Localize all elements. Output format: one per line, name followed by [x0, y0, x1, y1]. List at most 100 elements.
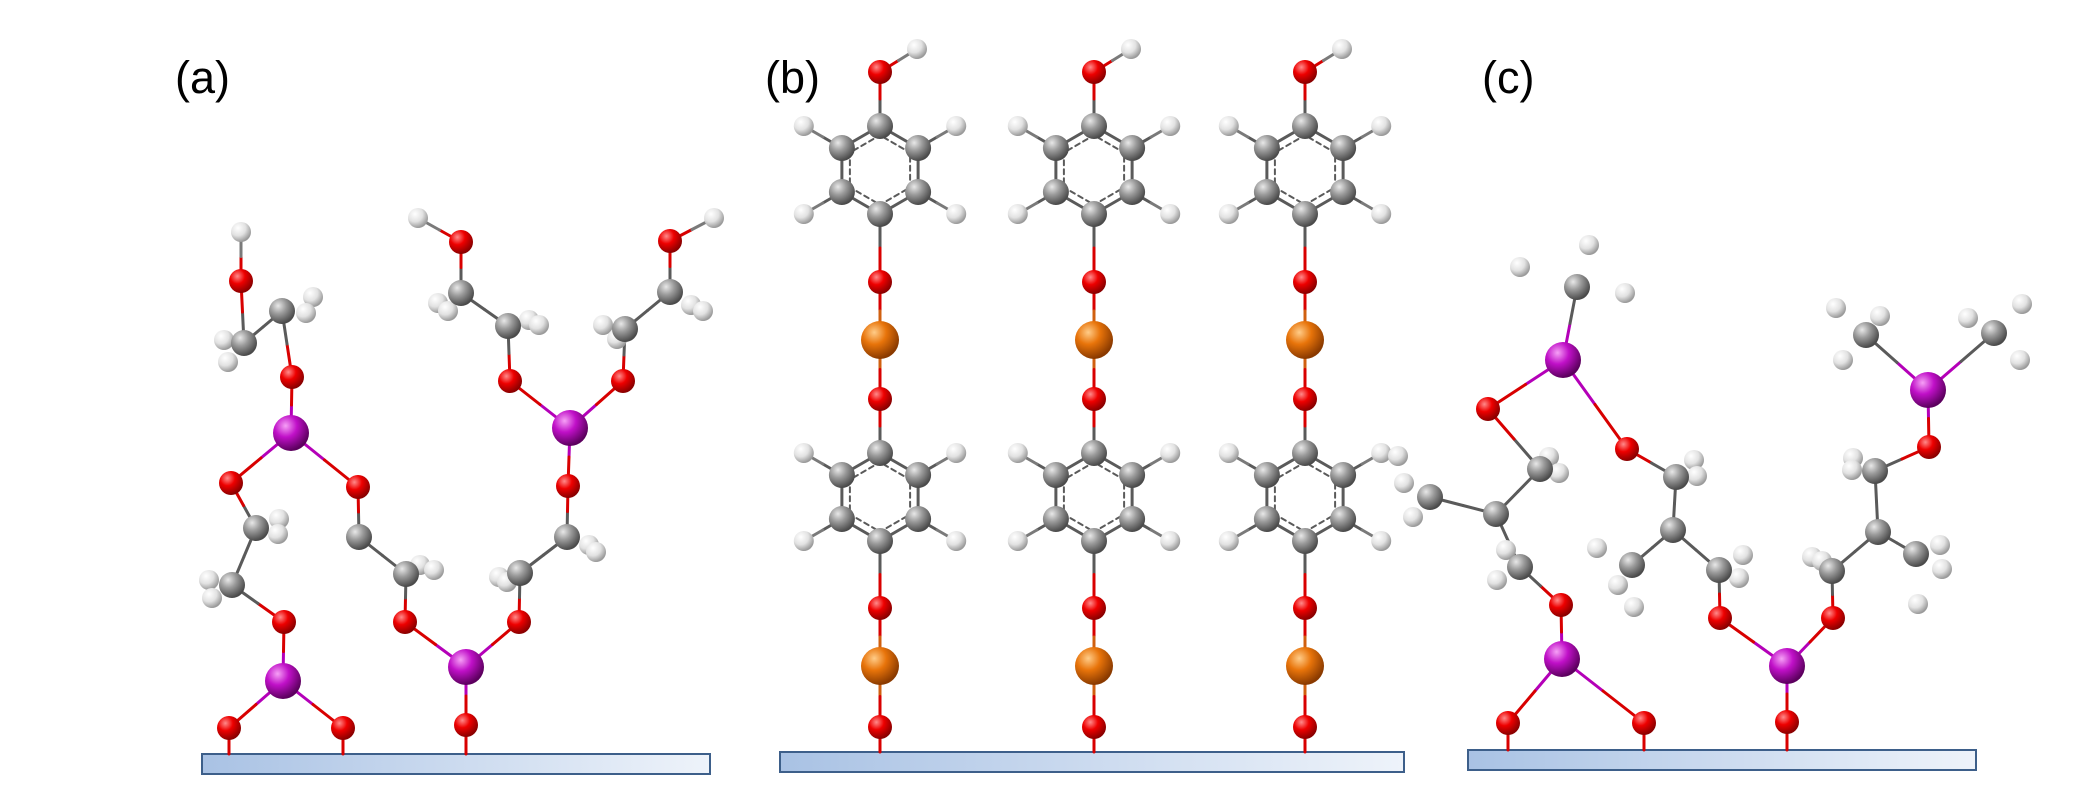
- carbon-atom: [346, 524, 372, 550]
- carbon-atom: [1119, 135, 1146, 161]
- hydrogen-atom: [1733, 545, 1753, 565]
- oxygen-atom: [346, 475, 370, 499]
- hydrogen-atom: [1007, 443, 1028, 463]
- carbon-atom: [1292, 201, 1318, 227]
- bond: [1096, 136, 1122, 152]
- carbon-atom: [1119, 462, 1146, 488]
- hydrogen-atom: [907, 39, 927, 59]
- oxygen-atom: [868, 715, 892, 739]
- oxygen-atom: [1476, 397, 1500, 421]
- hydrogen-atom: [1121, 39, 1141, 59]
- carbon-atom: [867, 201, 893, 227]
- hydrogen-atom: [438, 301, 458, 321]
- carbon-atom: [1330, 506, 1357, 532]
- bond: [1307, 515, 1333, 531]
- hydrogen-atom: [529, 315, 549, 335]
- hydrogen-atom: [1729, 568, 1749, 588]
- bond: [882, 188, 908, 204]
- oxygen-atom: [1496, 711, 1520, 735]
- hydrogen-atom: [296, 303, 316, 323]
- oxygen-atom: [1549, 593, 1573, 617]
- carbon-atom: [828, 179, 855, 205]
- oxygen-atom: [1615, 437, 1639, 461]
- hydrogen-atom: [1510, 257, 1530, 277]
- hydrogen-atom: [1160, 204, 1181, 224]
- hydrogen-atom: [793, 116, 814, 136]
- bond: [852, 188, 878, 204]
- oxygen-atom: [449, 230, 473, 254]
- oxygen-atom: [1632, 711, 1656, 735]
- carbon-atom: [905, 135, 932, 161]
- hydrogen-atom: [1684, 450, 1704, 470]
- hydrogen-atom: [793, 443, 814, 463]
- hydrogen-atom: [1007, 204, 1028, 224]
- carbon-atom: [905, 462, 932, 488]
- carbon-atom: [1292, 528, 1318, 554]
- oxygen-atom: [217, 716, 241, 740]
- hydrogen-atom: [1687, 466, 1707, 486]
- carbon-atom: [1253, 179, 1280, 205]
- carbon-atom: [1081, 201, 1107, 227]
- hydrogen-atom: [1608, 575, 1628, 595]
- carbon-atom: [1417, 484, 1443, 510]
- carbon-atom: [828, 462, 855, 488]
- hydrogen-atom: [1007, 116, 1028, 136]
- metal-atom-magenta: [1910, 372, 1946, 408]
- carbon-atom: [1483, 501, 1509, 527]
- carbon-atom: [1042, 462, 1069, 488]
- hydrogen-atom: [1833, 350, 1853, 370]
- metal-atom-orange: [861, 321, 899, 359]
- metal-atom-orange: [1286, 321, 1324, 359]
- carbon-atom: [1292, 440, 1318, 466]
- hydrogen-atom: [593, 315, 613, 335]
- hydrogen-atom: [793, 531, 814, 551]
- carbon-atom: [1660, 517, 1686, 543]
- bond: [1066, 515, 1092, 531]
- hydrogen-atom: [199, 570, 219, 590]
- oxygen-atom: [868, 270, 892, 294]
- hydrogen-atom: [1218, 204, 1239, 224]
- carbon-atom: [1042, 135, 1069, 161]
- hydrogen-atom: [2010, 350, 2030, 370]
- bond: [1277, 188, 1303, 204]
- hydrogen-atom: [1218, 531, 1239, 551]
- hydrogen-atom: [303, 287, 323, 307]
- hydrogen-atom: [231, 222, 251, 242]
- carbon-atom: [393, 561, 419, 587]
- carbon-atom: [1253, 462, 1280, 488]
- bond: [1277, 463, 1303, 479]
- carbon-atom: [1903, 541, 1929, 567]
- hydrogen-atom: [1160, 531, 1181, 551]
- carbon-atom: [1042, 506, 1069, 532]
- bond: [1066, 188, 1092, 204]
- carbon-atom: [1330, 462, 1357, 488]
- panel-label-c: (c): [1482, 52, 1534, 103]
- carbon-atom: [905, 179, 932, 205]
- hydrogen-atom: [269, 509, 289, 529]
- hydrogen-atom: [1842, 460, 1862, 480]
- oxygen-atom: [272, 610, 296, 634]
- carbon-atom: [1081, 440, 1107, 466]
- carbon-atom: [495, 313, 521, 339]
- hydrogen-atom: [214, 330, 234, 350]
- oxygen-atom: [1082, 270, 1106, 294]
- hydrogen-atom: [1371, 116, 1392, 136]
- hydrogen-atom: [408, 208, 428, 228]
- hydrogen-atom: [1487, 570, 1507, 590]
- hydrogen-atom: [1587, 538, 1607, 558]
- hydrogen-atom: [793, 204, 814, 224]
- bond: [882, 463, 908, 479]
- carbon-atom: [448, 280, 474, 306]
- oxygen-atom: [219, 471, 243, 495]
- metal-atom-magenta: [265, 663, 301, 699]
- carbon-atom: [1865, 519, 1891, 545]
- hydrogen-atom: [1007, 531, 1028, 551]
- hydrogen-atom: [1371, 443, 1392, 463]
- hydrogen-atom: [1388, 446, 1408, 466]
- substrate-a: [201, 753, 711, 775]
- hydrogen-atom: [268, 524, 288, 544]
- oxygen-atom: [331, 716, 355, 740]
- atoms-layer: [199, 39, 2032, 740]
- oxygen-atom: [1293, 715, 1317, 739]
